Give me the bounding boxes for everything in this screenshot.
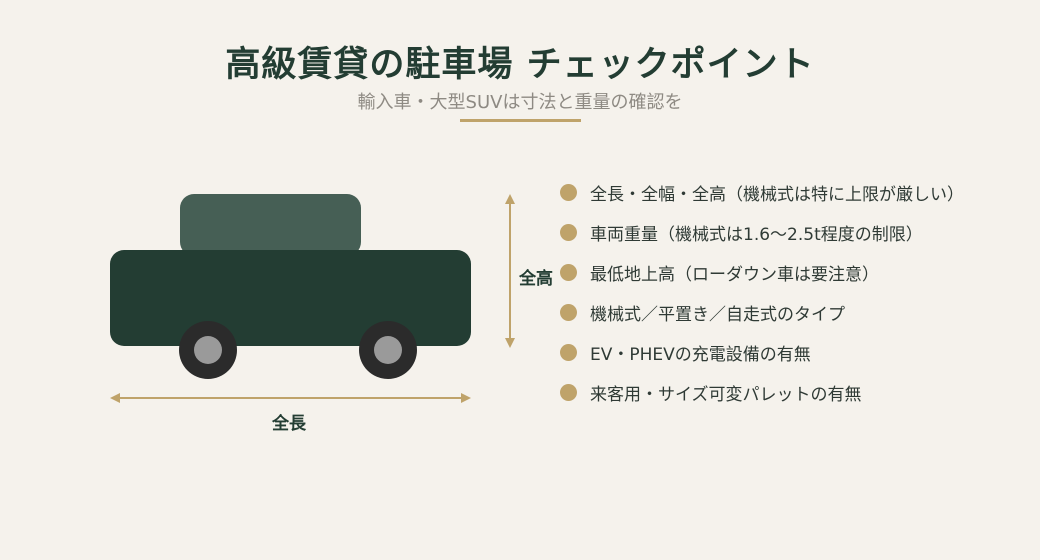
checkpoint-list: 全長・全幅・全高（機械式は特に上限が厳しい） 車両重量（機械式は1.6〜2.5t… — [560, 172, 964, 412]
bullet-icon — [560, 183, 577, 201]
bullet-icon — [560, 303, 577, 321]
list-item-text: 最低地上高（ローダウン車は要注意） — [590, 264, 879, 285]
length-arrow — [110, 393, 471, 403]
list-item: 来客用・サイズ可変パレットの有無 — [560, 372, 964, 412]
bullet-icon — [560, 223, 577, 241]
height-label: 全高 — [519, 269, 553, 289]
list-item: EV・PHEVの充電設備の有無 — [560, 332, 964, 372]
list-item-text: 来客用・サイズ可変パレットの有無 — [590, 384, 862, 405]
car-cabin — [180, 194, 361, 256]
list-item: 最低地上高（ローダウン車は要注意） — [560, 252, 964, 292]
list-item: 全長・全幅・全高（機械式は特に上限が厳しい） — [560, 172, 964, 212]
list-item-text: EV・PHEVの充電設備の有無 — [590, 344, 811, 365]
title-underline — [460, 119, 581, 122]
page-subtitle: 輸入車・大型SUVは寸法と重量の確認を — [357, 92, 683, 113]
wheel-rear-icon — [359, 321, 417, 379]
page-title: 高級賃貸の駐車場 チェックポイント — [225, 45, 815, 85]
list-item: 機械式／平置き／自走式のタイプ — [560, 292, 964, 332]
list-item-text: 全長・全幅・全高（機械式は特に上限が厳しい） — [590, 184, 964, 205]
height-arrow — [505, 194, 515, 348]
bullet-icon — [560, 343, 577, 361]
car-body — [110, 250, 471, 346]
length-label: 全長 — [272, 414, 306, 434]
list-item-text: 車両重量（機械式は1.6〜2.5t程度の制限） — [590, 224, 923, 245]
bullet-icon — [560, 263, 577, 281]
list-item: 車両重量（機械式は1.6〜2.5t程度の制限） — [560, 212, 964, 252]
wheel-front-icon — [179, 321, 237, 379]
list-item-text: 機械式／平置き／自走式のタイプ — [590, 304, 845, 325]
bullet-icon — [560, 383, 577, 401]
